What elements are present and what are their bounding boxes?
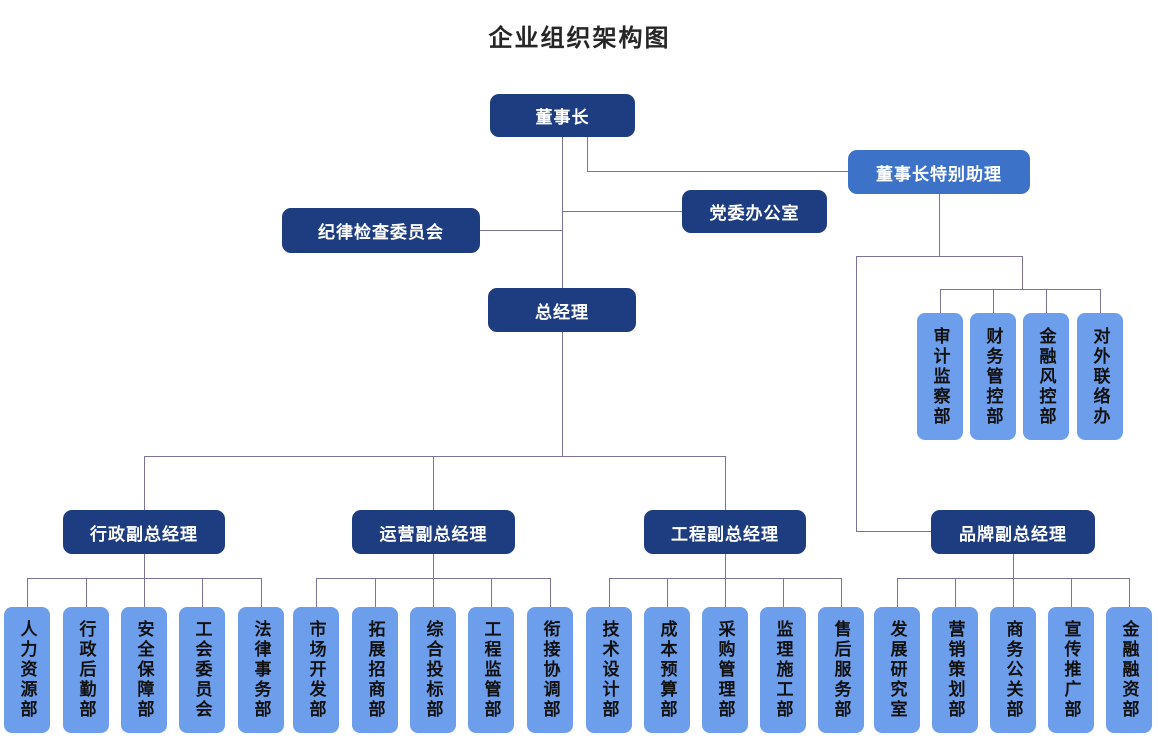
node-financial-risk-dept: 金融风控部 [1023, 313, 1069, 440]
connector-assistant-depts-drop [1022, 256, 1023, 289]
node-safety-dept: 安全保障部 [121, 607, 167, 733]
node-construction-supervision-dept: 监理施工部 [760, 607, 806, 733]
node-vm-operations: 运营副总经理 [352, 510, 515, 554]
connector-party-office [562, 211, 682, 212]
node-vm-engineering: 工程副总经理 [644, 510, 806, 554]
connector-engineering-drop-1 [609, 578, 610, 607]
connector-brand-down [1013, 554, 1014, 578]
node-expansion-investment-dept: 拓展招商部 [352, 607, 398, 733]
connector-brand-drop-5 [1129, 578, 1130, 607]
connector-chairman-assistant-stub [587, 137, 588, 171]
connector-operations-drop-4 [491, 578, 492, 607]
connector-operations-drop-1 [316, 578, 317, 607]
node-coordination-dept: 衔接协调部 [527, 607, 573, 733]
connector-finance-drop [993, 289, 994, 313]
connector-admin-drop-3 [144, 578, 145, 607]
node-marketing-planning-dept: 营销策划部 [932, 607, 978, 733]
connector-vm-engineering-drop [725, 456, 726, 510]
node-tech-design-dept: 技术设计部 [586, 607, 632, 733]
connector-vm-operations-drop [433, 456, 434, 510]
node-external-liaison-office: 对外联络办 [1077, 313, 1123, 440]
node-party-office: 党委办公室 [682, 190, 827, 233]
connector-operations-drop-5 [550, 578, 551, 607]
connector-admin-drop-5 [261, 578, 262, 607]
connector-discipline-committee [480, 230, 562, 231]
connector-assistant-brand-drop [856, 256, 857, 531]
node-special-assistant: 董事长特别助理 [848, 150, 1030, 194]
connector-chairman-assistant [587, 171, 848, 172]
connector-gm-down [562, 332, 563, 456]
node-procurement-dept: 采购管理部 [702, 607, 748, 733]
node-labor-union: 工会委员会 [179, 607, 225, 733]
connector-engineering-drop-4 [783, 578, 784, 607]
connector-brand-drop-2 [955, 578, 956, 607]
node-finance-control-dept: 财务管控部 [970, 313, 1016, 440]
connector-operations-drop-3 [433, 578, 434, 607]
connector-engineering-drop-2 [667, 578, 668, 607]
connector-admin-drop-1 [27, 578, 28, 607]
connector-brand-entry [856, 531, 931, 532]
connector-engineering-drop-3 [725, 578, 726, 607]
connector-engineering-drop-5 [841, 578, 842, 607]
connector-admin-drop-2 [86, 578, 87, 607]
connector-brand-drop-3 [1013, 578, 1014, 607]
connector-admin-drop-4 [202, 578, 203, 607]
node-business-pr-dept: 商务公关部 [990, 607, 1036, 733]
connector-risk-drop [1046, 289, 1047, 313]
connector-audit-drop [940, 289, 941, 313]
node-finance-funding-dept: 金融融资部 [1106, 607, 1152, 733]
connector-operations-down [433, 554, 434, 578]
node-general-manager: 总经理 [488, 288, 636, 332]
node-development-research-office: 发展研究室 [874, 607, 920, 733]
connector-vm-rail [144, 456, 725, 457]
node-bidding-dept: 综合投标部 [410, 607, 456, 733]
connector-operations-drop-2 [375, 578, 376, 607]
connector-vm-admin-drop [144, 456, 145, 510]
node-cost-budget-dept: 成本预算部 [644, 607, 690, 733]
connector-brand-drop-4 [1071, 578, 1072, 607]
connector-admin-down [144, 554, 145, 578]
node-hr-dept: 人力资源部 [4, 607, 50, 733]
connector-assistant-down [939, 194, 940, 256]
node-vm-admin: 行政副总经理 [63, 510, 225, 554]
connector-assistant-rail [856, 256, 1022, 257]
connector-assistant-depts-rail [940, 289, 1100, 290]
node-chairman: 董事长 [490, 94, 635, 137]
node-project-supervision-dept: 工程监管部 [468, 607, 514, 733]
node-market-dev-dept: 市场开发部 [293, 607, 339, 733]
chart-title: 企业组织架构图 [488, 25, 671, 52]
connector-chairman-gm [562, 137, 563, 288]
node-audit-supervision-dept: 审计监察部 [917, 313, 963, 440]
node-after-sales-dept: 售后服务部 [818, 607, 864, 733]
node-vm-brand: 品牌副总经理 [931, 510, 1095, 554]
node-legal-affairs-dept: 法律事务部 [238, 607, 284, 733]
node-admin-logistics-dept: 行政后勤部 [63, 607, 109, 733]
connector-engineering-down [725, 554, 726, 578]
node-discipline-committee: 纪律检查委员会 [282, 208, 480, 253]
connector-liaison-drop [1100, 289, 1101, 313]
node-publicity-promotion-dept: 宣传推广部 [1048, 607, 1094, 733]
connector-brand-drop-1 [897, 578, 898, 607]
